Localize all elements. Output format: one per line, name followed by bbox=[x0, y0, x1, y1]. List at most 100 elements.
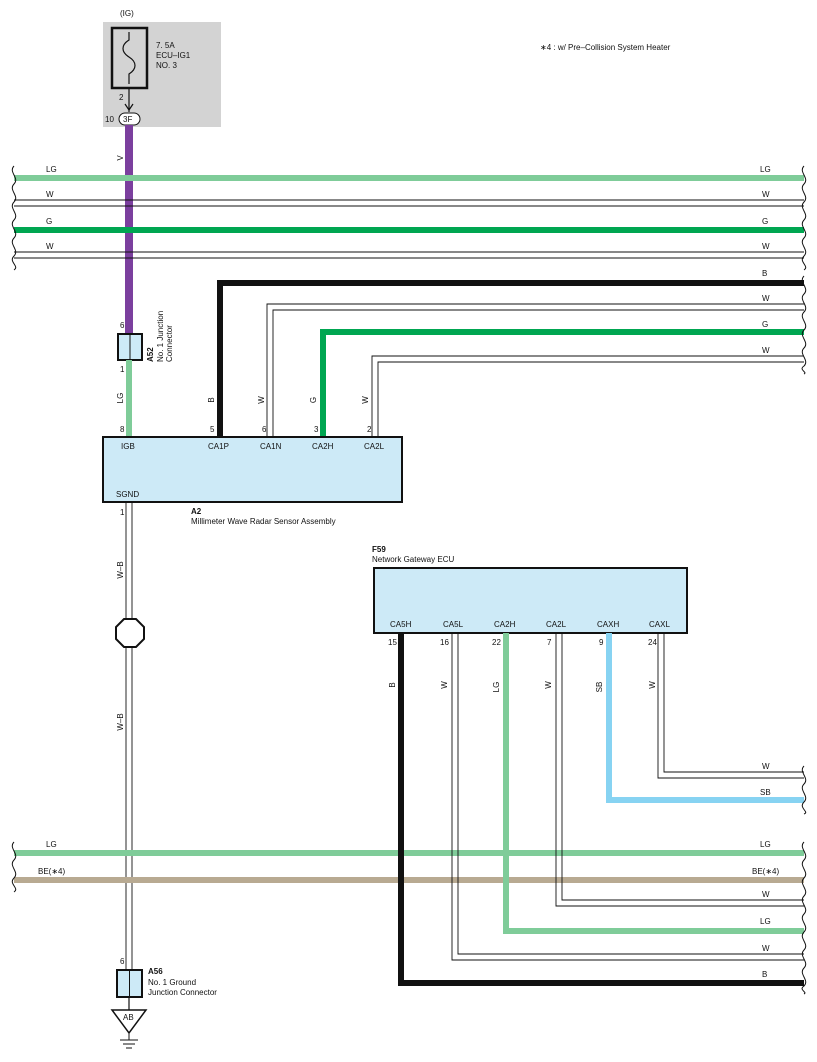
f59-pin-ca5h-num: 15 bbox=[388, 638, 397, 647]
bus-lg-bottom-label-right: LG bbox=[760, 840, 771, 849]
fuse-pin-arrow-icon bbox=[124, 103, 134, 112]
f59-gateway-ecu: F59 Network Gateway ECU CA5H CA5L CA2H C… bbox=[372, 545, 688, 647]
a2-name: Millimeter Wave Radar Sensor Assembly bbox=[191, 517, 336, 526]
wire-w-caxl bbox=[663, 633, 804, 773]
wire-b-ca5h-label: B bbox=[388, 682, 397, 687]
a56-name-line1: No. 1 Ground bbox=[148, 978, 196, 987]
wire-wb-lower-label: W–B bbox=[116, 713, 125, 730]
wire-wb-ground: 1 W–B W–B bbox=[115, 502, 145, 970]
a2-can-wires: B B 5 W W 6 G G 3 W W 2 bbox=[207, 269, 807, 437]
a52-name-line2: Connector bbox=[165, 325, 174, 362]
fuse-rating: 7. 5A bbox=[156, 41, 175, 50]
a52-code: A52 bbox=[146, 347, 155, 362]
bus-lg-bottom-label-left: LG bbox=[46, 840, 57, 849]
fuse-pin-connector: 10 bbox=[105, 115, 114, 124]
a2-pin-igb-num: 8 bbox=[120, 425, 125, 434]
f59-pin-ca2l-num: 7 bbox=[547, 638, 552, 647]
connector-3f-label: 3F bbox=[123, 115, 132, 124]
f59-pin-ca2l-label: CA2L bbox=[546, 620, 567, 629]
wire-g-ca2h bbox=[320, 329, 804, 437]
bus-w2-label-left: W bbox=[46, 242, 54, 251]
f59-can-wires: W W SB SB W W LG LG W W B B bbox=[388, 633, 807, 995]
bottom-bus: LG LG BE(∗4) BE(∗4) bbox=[11, 840, 804, 893]
ground-point-label: AB bbox=[123, 1013, 134, 1022]
fuse-block: (IG) 7. 5A ECU–IG1 NO. 3 2 10 3F bbox=[103, 9, 221, 127]
bus-be-label-left: BE(∗4) bbox=[38, 867, 65, 876]
a52-pin-bottom: 1 bbox=[120, 365, 125, 374]
wire-w-caxl-label: W bbox=[648, 681, 657, 689]
wire-w-ca2l-f59 bbox=[561, 633, 804, 901]
wire-sb-caxh-label: SB bbox=[595, 682, 604, 693]
bus-break-left-icon bbox=[11, 165, 17, 271]
wire-w-ca1n-label: W bbox=[257, 396, 266, 404]
a56-code: A56 bbox=[148, 967, 163, 976]
wire-lg-a52-label: LG bbox=[116, 393, 125, 404]
fuse-supply: (IG) bbox=[120, 9, 134, 18]
a2-pin-ca1p-label: CA1P bbox=[208, 442, 229, 451]
wire-b-ca1p-right-label: B bbox=[762, 269, 767, 278]
f59-pin-ca2h-label: CA2H bbox=[494, 620, 516, 629]
wire-sb-caxh-right-label: SB bbox=[760, 788, 771, 797]
wire-w-ca2l-right-label: W bbox=[762, 346, 770, 355]
wire-lg-ca2h-f59 bbox=[503, 633, 804, 934]
bus-lg-top-label-left: LG bbox=[46, 165, 57, 174]
a2-pin-ca1p-num: 5 bbox=[210, 425, 215, 434]
wire-w-ca5l-right-label: W bbox=[762, 944, 770, 953]
wire-w-ca1n bbox=[272, 309, 804, 437]
splice-point-icon bbox=[115, 618, 145, 648]
f59-pin-caxh-label: CAXH bbox=[597, 620, 619, 629]
bus-w2-label-right: W bbox=[762, 242, 770, 251]
a2-pin-ca2h-num: 3 bbox=[314, 425, 319, 434]
bus-g-label-left: G bbox=[46, 217, 52, 226]
wire-w-ca2l bbox=[377, 361, 804, 437]
f59-pin-ca5h-label: CA5H bbox=[390, 620, 412, 629]
wire-b-ca5h-right-label: B bbox=[762, 970, 767, 979]
bus-break-right-icon bbox=[801, 165, 807, 271]
a2-pin-ca2l-label: CA2L bbox=[364, 442, 385, 451]
a2-pin-ca2l-num: 2 bbox=[367, 425, 372, 434]
f59-pin-ca5l-num: 16 bbox=[440, 638, 449, 647]
a2-sgnd-label: SGND bbox=[116, 490, 139, 499]
a2-pin-ca1n-label: CA1N bbox=[260, 442, 282, 451]
f59-pin-caxl-num: 24 bbox=[648, 638, 657, 647]
f59-pin-ca5l-label: CA5L bbox=[443, 620, 464, 629]
f59-pin-caxl-label: CAXL bbox=[649, 620, 670, 629]
f59-code: F59 bbox=[372, 545, 386, 554]
wire-w-ca2l-f59-right-label: W bbox=[762, 890, 770, 899]
wire-w-ca1n-right-label: W bbox=[762, 294, 770, 303]
wire-v-label: V bbox=[116, 155, 125, 161]
bottom-bus-break-left-icon bbox=[11, 841, 17, 893]
a52-pin-top: 6 bbox=[120, 321, 125, 330]
fuse-name-line1: ECU–IG1 bbox=[156, 51, 191, 60]
wire-sb-caxh bbox=[606, 633, 804, 803]
bus-w1-label-left: W bbox=[46, 190, 54, 199]
a56-ground-junction: 6 A56 No. 1 Ground Junction Connector AB bbox=[110, 957, 217, 1049]
wire-w-ca2l-f59-label: W bbox=[544, 681, 553, 689]
f59-pin-caxh-num: 9 bbox=[599, 638, 604, 647]
a2-pin-ca2h-label: CA2H bbox=[312, 442, 334, 451]
bus-g-label-right: G bbox=[762, 217, 768, 226]
bus-lg-top-label-right: LG bbox=[760, 165, 771, 174]
wire-wb-upper-label: W–B bbox=[116, 561, 125, 578]
a52-connector: 6 1 A52 No. 1 Junction Connector bbox=[117, 311, 174, 374]
wire-w-caxl-right-label: W bbox=[762, 762, 770, 771]
a2-sgnd-pin: 1 bbox=[120, 508, 125, 517]
a2-box bbox=[102, 436, 403, 503]
f59-break-upper-icon bbox=[801, 765, 807, 815]
fuse-name-line2: NO. 3 bbox=[156, 61, 177, 70]
a56-pin: 6 bbox=[120, 957, 125, 966]
wire-w-ca5l bbox=[457, 633, 804, 955]
fuse-icon bbox=[122, 32, 136, 84]
a2-pin-igb-label: IGB bbox=[121, 442, 135, 451]
fuse-pin-top: 2 bbox=[119, 93, 124, 102]
a56-name-line2: Junction Connector bbox=[148, 988, 217, 997]
wire-b-ca1p-label: B bbox=[207, 397, 216, 402]
a2-break-right-icon bbox=[801, 275, 807, 375]
f59-box bbox=[373, 567, 688, 634]
wire-b-ca5h bbox=[398, 633, 804, 986]
f59-break-lower-icon bbox=[801, 841, 807, 995]
wire-lg-ca2h-f59-right-label: LG bbox=[760, 917, 771, 926]
fuse-box-background bbox=[103, 22, 221, 127]
bus-w1-label-right: W bbox=[762, 190, 770, 199]
